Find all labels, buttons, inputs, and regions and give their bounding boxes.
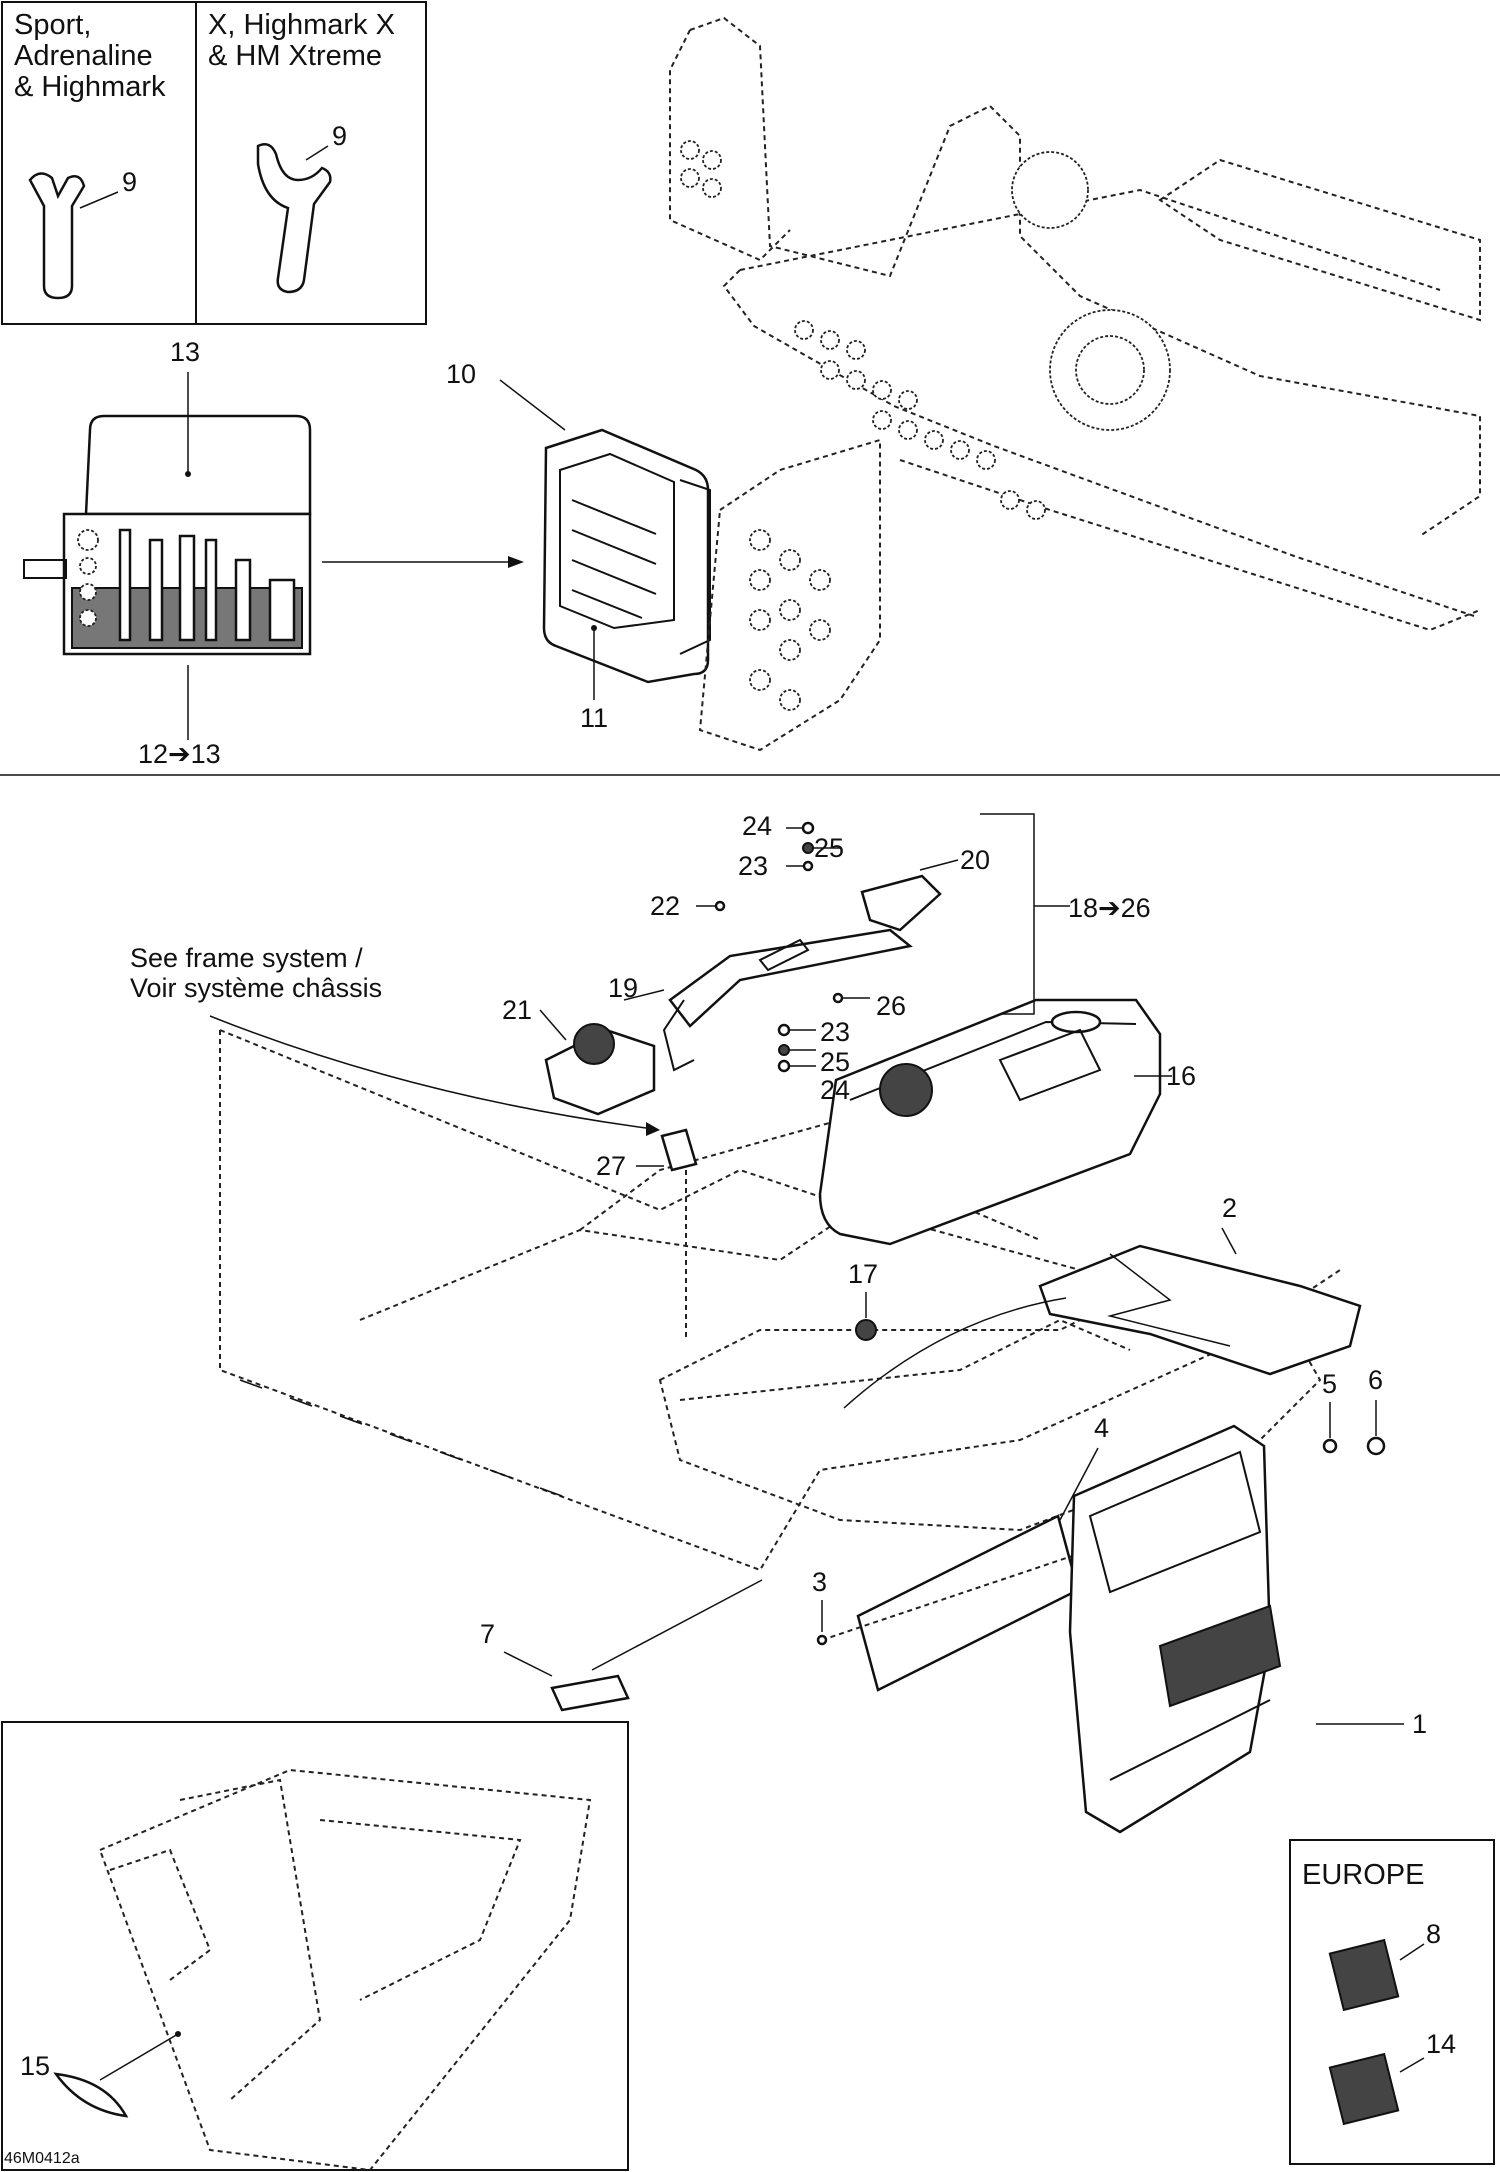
dot-11 [591, 625, 597, 631]
arrow-head [508, 556, 524, 568]
clip-27 [660, 1128, 698, 1172]
callout-23b: 23 [820, 1017, 851, 1047]
inset-title-x: X, Highmark X & HM Xtreme [208, 9, 395, 72]
callout-11: 11 [580, 703, 609, 733]
leader-15 [99, 2033, 179, 2081]
leader-9b [305, 145, 329, 161]
decal-15 [53, 2072, 129, 2118]
inset-title-sport: Sport, Adrenaline & Highmark [14, 9, 166, 103]
callout-6: 6 [1368, 1365, 1384, 1395]
callout-27: 27 [596, 1151, 627, 1181]
hardware-leaders [696, 827, 870, 1067]
frame-upper [669, 16, 1481, 632]
mat-leader-curve [843, 1297, 1067, 1409]
leader-20 [919, 859, 959, 871]
bracket-18-26 [980, 813, 1070, 1015]
fuel-cap [544, 1023, 656, 1116]
callout-4: 4 [1094, 1413, 1110, 1443]
callout-16: 16 [1166, 1061, 1197, 1091]
leader-14 [1399, 2057, 1425, 2073]
callout-24a: 24 [742, 811, 773, 841]
callout-17: 17 [848, 1259, 879, 1289]
snow-flap [1068, 1424, 1282, 1834]
callout-12-13: 12➔13 [138, 739, 221, 769]
frame-holes-upper [680, 140, 1046, 520]
note-line-2: Voir système châssis [130, 973, 383, 1003]
plate-holes [749, 529, 831, 711]
washer-5 [1322, 1438, 1338, 1454]
leader-2 [1221, 1227, 1237, 1255]
leader-10 [499, 379, 566, 431]
wrench-9-sport [28, 172, 86, 300]
callout-26: 26 [876, 991, 907, 1021]
wrench-inset-box [1, 1, 427, 325]
callout-25b: 25 [820, 1047, 851, 1077]
mat-pattern [1107, 1253, 1231, 1347]
nut-6 [1366, 1436, 1386, 1456]
callout-13: 13 [170, 337, 201, 367]
tool-kit [23, 414, 312, 656]
tank-strap [662, 874, 942, 1072]
callout-15: 15 [20, 2051, 51, 2081]
plate-guide [821, 1539, 1121, 1641]
europe-title: EUROPE [1302, 1859, 1425, 1891]
leader-21 [539, 1009, 567, 1041]
callout-9b: 9 [332, 121, 348, 151]
note-line-1: See frame system / [130, 943, 363, 973]
callout-18-26: 18➔26 [1068, 893, 1151, 923]
callout-20: 20 [960, 845, 991, 875]
mounting-plate [698, 438, 881, 752]
leader-19 [623, 989, 665, 1001]
reflector-guide [591, 1579, 763, 1671]
callout-1: 1 [1412, 1709, 1428, 1739]
reflector-14 [1328, 2052, 1400, 2126]
tool-box-bracket [542, 428, 711, 684]
leader-9a [79, 191, 119, 209]
callout-5: 5 [1322, 1369, 1338, 1399]
europe-inset-box [1289, 1839, 1495, 2165]
leader-7 [503, 1651, 553, 1677]
leader-4 [1059, 1447, 1099, 1521]
fuel-tank [818, 998, 1162, 1246]
seat-mat-2 [1038, 1244, 1362, 1376]
callout-19: 19 [608, 973, 639, 1003]
callout-14: 14 [1426, 2029, 1457, 2059]
reflector-8 [1328, 1938, 1400, 2012]
callout-10: 10 [446, 359, 477, 389]
callout-3: 3 [812, 1567, 828, 1597]
callout-8: 8 [1426, 1919, 1442, 1949]
grommet-17 [855, 1319, 877, 1341]
frame-slots [239, 1379, 563, 1497]
callout-7: 7 [480, 1619, 496, 1649]
wrench-9-x [256, 143, 332, 294]
note-arrow [646, 1122, 660, 1136]
hood-15 [98, 1768, 592, 2172]
callout-21: 21 [502, 995, 533, 1025]
license-plate-4 [856, 1514, 1080, 1692]
leader-8 [1399, 1943, 1425, 1961]
note-leader [209, 1015, 647, 1129]
dot-15 [175, 2031, 181, 2037]
callout-22: 22 [650, 891, 681, 921]
callout-9a: 9 [122, 167, 138, 197]
hood-inset-box [1, 1721, 629, 2171]
callout-2: 2 [1222, 1193, 1238, 1223]
diagram-code: 46M0412a [4, 2150, 80, 2167]
callout-25a: 25 [814, 833, 845, 863]
callout-23a: 23 [738, 851, 769, 881]
screw-3 [816, 1634, 828, 1646]
callout-24b: 24 [820, 1075, 851, 1105]
reflector-7 [550, 1674, 630, 1712]
